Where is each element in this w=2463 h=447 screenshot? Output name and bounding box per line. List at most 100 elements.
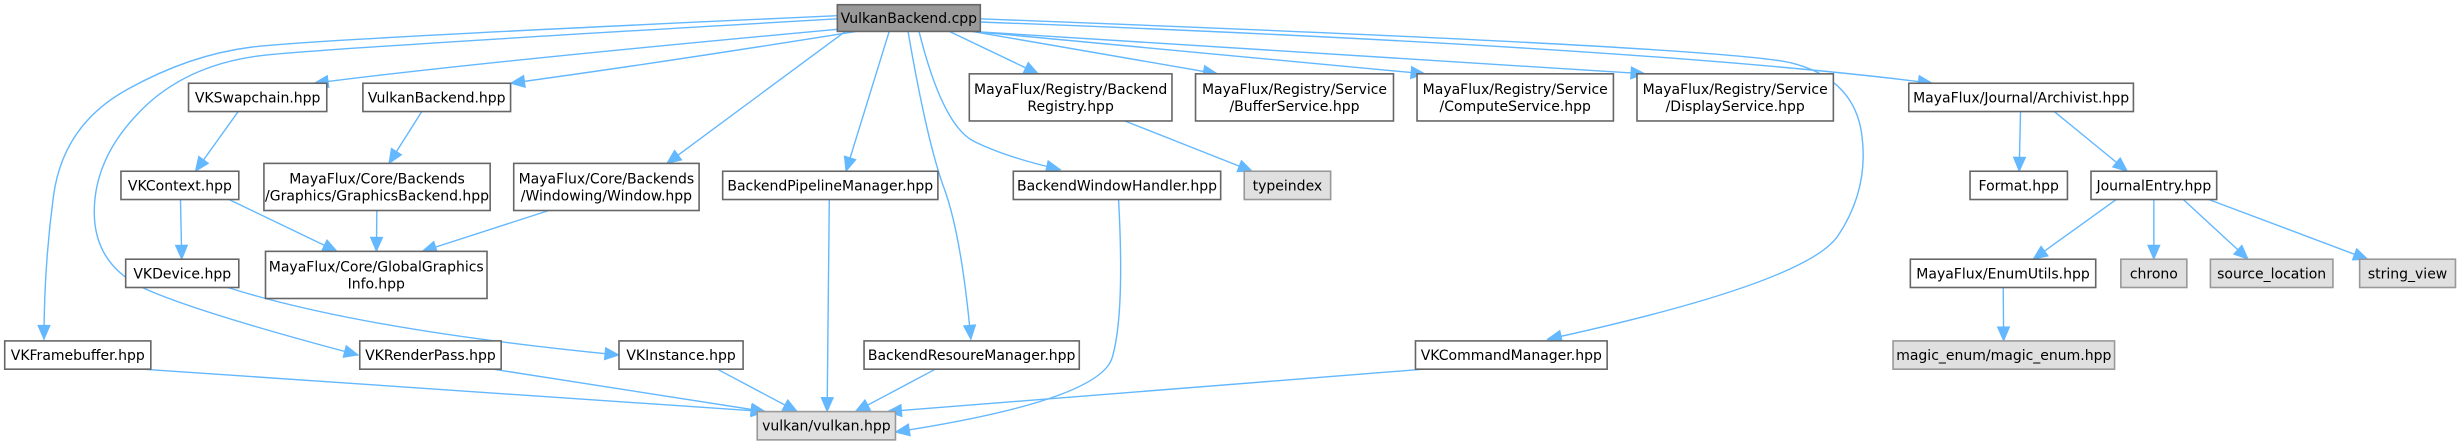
edge-line <box>2208 198 2368 260</box>
arrowhead-icon <box>962 324 977 341</box>
edge-line <box>948 30 1039 75</box>
edge-backendregistry-to-typeindex <box>1124 120 1254 173</box>
node-root[interactable]: VulkanBackend.cpp <box>836 3 982 33</box>
node-label: /BufferService.hpp <box>1229 99 1359 115</box>
edge-root-to-vulkanbackend-hpp <box>509 30 857 88</box>
edge-line <box>918 31 1061 171</box>
node-box <box>120 170 240 201</box>
node-computeservice[interactable]: MayaFlux/Registry/Service/ComputeService… <box>1416 73 1615 122</box>
arrowhead-icon <box>2111 156 2129 173</box>
node-label: BackendResoureManager.hpp <box>868 348 1076 364</box>
node-typeindex[interactable]: typeindex <box>1243 170 1332 201</box>
node-label: VulkanBackend.cpp <box>841 11 978 27</box>
node-box <box>2209 258 2334 289</box>
edge-line <box>93 18 838 356</box>
node-box <box>124 258 240 289</box>
edge-window-to-globalgraphicsinfo <box>421 209 550 254</box>
edge-line <box>826 199 830 412</box>
node-window[interactable]: MayaFlux/Core/Backends/Windowing/Window.… <box>512 162 700 212</box>
edge-root-to-pipelinemanager <box>843 31 890 173</box>
arrowhead-icon <box>509 74 526 88</box>
edge-vulkanbackend-hpp-to-graphicsbackend <box>388 111 423 165</box>
node-box <box>1636 73 1835 122</box>
node-vulkanbackend-hpp[interactable]: VulkanBackend.hpp <box>362 82 512 113</box>
node-box <box>2090 170 2218 201</box>
node-magic-enum[interactable]: magic_enum/magic_enum.hpp <box>1892 340 2116 370</box>
node-label: string_view <box>2368 266 2447 282</box>
edge-root-to-vkrenderpass <box>93 18 838 358</box>
arrowhead-icon <box>388 147 403 165</box>
node-box <box>1012 170 1222 201</box>
node-enumutils[interactable]: MayaFlux/EnumUtils.hpp <box>1909 258 2097 289</box>
node-pipelinemanager[interactable]: BackendPipelineManager.hpp <box>721 170 939 201</box>
edge-line <box>972 30 1218 75</box>
edge-line <box>510 30 857 84</box>
node-label: MayaFlux/Core/GlobalGraphics <box>269 259 484 275</box>
node-vulkan-hpp[interactable]: vulkan/vulkan.hpp <box>756 410 897 441</box>
edges-layer <box>37 15 2369 437</box>
node-box <box>2358 258 2457 289</box>
node-format[interactable]: Format.hpp <box>1969 170 2069 201</box>
arrowhead-icon <box>820 397 835 413</box>
arrowhead-icon <box>1022 61 1040 75</box>
node-vkrenderpass[interactable]: VKRenderPass.hpp <box>358 340 502 370</box>
node-bufferservice[interactable]: MayaFlux/Registry/Service/BufferService.… <box>1194 73 1395 122</box>
node-box <box>618 340 744 370</box>
edge-line <box>666 30 846 164</box>
node-box <box>1969 170 2069 201</box>
node-archivist[interactable]: MayaFlux/Journal/Archivist.hpp <box>1907 82 2135 113</box>
node-label: VKCommandManager.hpp <box>1421 348 1602 364</box>
node-resourcemanager[interactable]: BackendResoureManager.hpp <box>863 340 1081 370</box>
node-label: MayaFlux/Registry/Service <box>1202 82 1387 98</box>
node-windowhandler[interactable]: BackendWindowHandler.hpp <box>1012 170 1222 201</box>
node-journalentry[interactable]: JournalEntry.hpp <box>2090 170 2218 201</box>
node-displayservice[interactable]: MayaFlux/Registry/Service/DisplayService… <box>1636 73 1835 122</box>
node-vkswapchain[interactable]: VKSwapchain.hpp <box>187 82 328 113</box>
node-chrono[interactable]: chrono <box>2120 258 2188 289</box>
edge-line <box>887 368 1424 413</box>
arrowhead-icon <box>194 155 210 173</box>
node-commandmanager[interactable]: VKCommandManager.hpp <box>1414 340 1608 370</box>
node-label: VKDevice.hpp <box>133 266 231 282</box>
edge-line <box>1124 120 1253 172</box>
node-box <box>1909 258 2097 289</box>
edge-journalentry-to-chrono <box>2147 199 2161 261</box>
edge-line <box>314 27 849 84</box>
node-vkdevice[interactable]: VKDevice.hpp <box>124 258 240 289</box>
node-box <box>264 250 488 300</box>
node-label: MayaFlux/Registry/Service <box>1423 82 1608 98</box>
node-source-location[interactable]: source_location <box>2209 258 2334 289</box>
node-label: Registry.hpp <box>1027 99 1114 115</box>
node-label: /Graphics/GraphicsBackend.hpp <box>265 188 489 204</box>
node-vkinstance[interactable]: VKInstance.hpp <box>618 340 744 370</box>
node-vkframebuffer[interactable]: VKFramebuffer.hpp <box>3 340 152 370</box>
node-vkcontext[interactable]: VKContext.hpp <box>120 170 240 201</box>
node-graphicsbackend[interactable]: MayaFlux/Core/Backends/Graphics/Graphics… <box>263 162 491 212</box>
node-box <box>1194 73 1395 122</box>
node-string-view[interactable]: string_view <box>2358 258 2457 289</box>
node-box <box>187 82 328 113</box>
edge-line <box>2053 110 2128 172</box>
node-label: MayaFlux/Registry/Service <box>1643 82 1828 98</box>
node-box <box>968 73 1173 122</box>
node-label: VKRenderPass.hpp <box>365 348 496 364</box>
edge-line <box>422 209 550 253</box>
arrowhead-icon <box>854 398 872 413</box>
node-box <box>263 162 491 212</box>
edge-vkinstance-to-vulkan-hpp <box>717 368 799 413</box>
arrowhead-icon <box>37 324 51 341</box>
arrowhead-icon <box>603 346 621 361</box>
node-label: /Windowing/Window.hpp <box>521 188 692 204</box>
node-label: MayaFlux/EnumUtils.hpp <box>1916 266 2090 282</box>
node-box <box>2120 258 2188 289</box>
node-label: /DisplayService.hpp <box>1666 99 1805 115</box>
node-label: BackendWindowHandler.hpp <box>1017 178 1217 194</box>
node-label: Info.hpp <box>348 276 405 292</box>
node-box <box>358 340 502 370</box>
edge-archivist-to-format <box>2012 111 2027 173</box>
edge-line <box>43 15 838 340</box>
